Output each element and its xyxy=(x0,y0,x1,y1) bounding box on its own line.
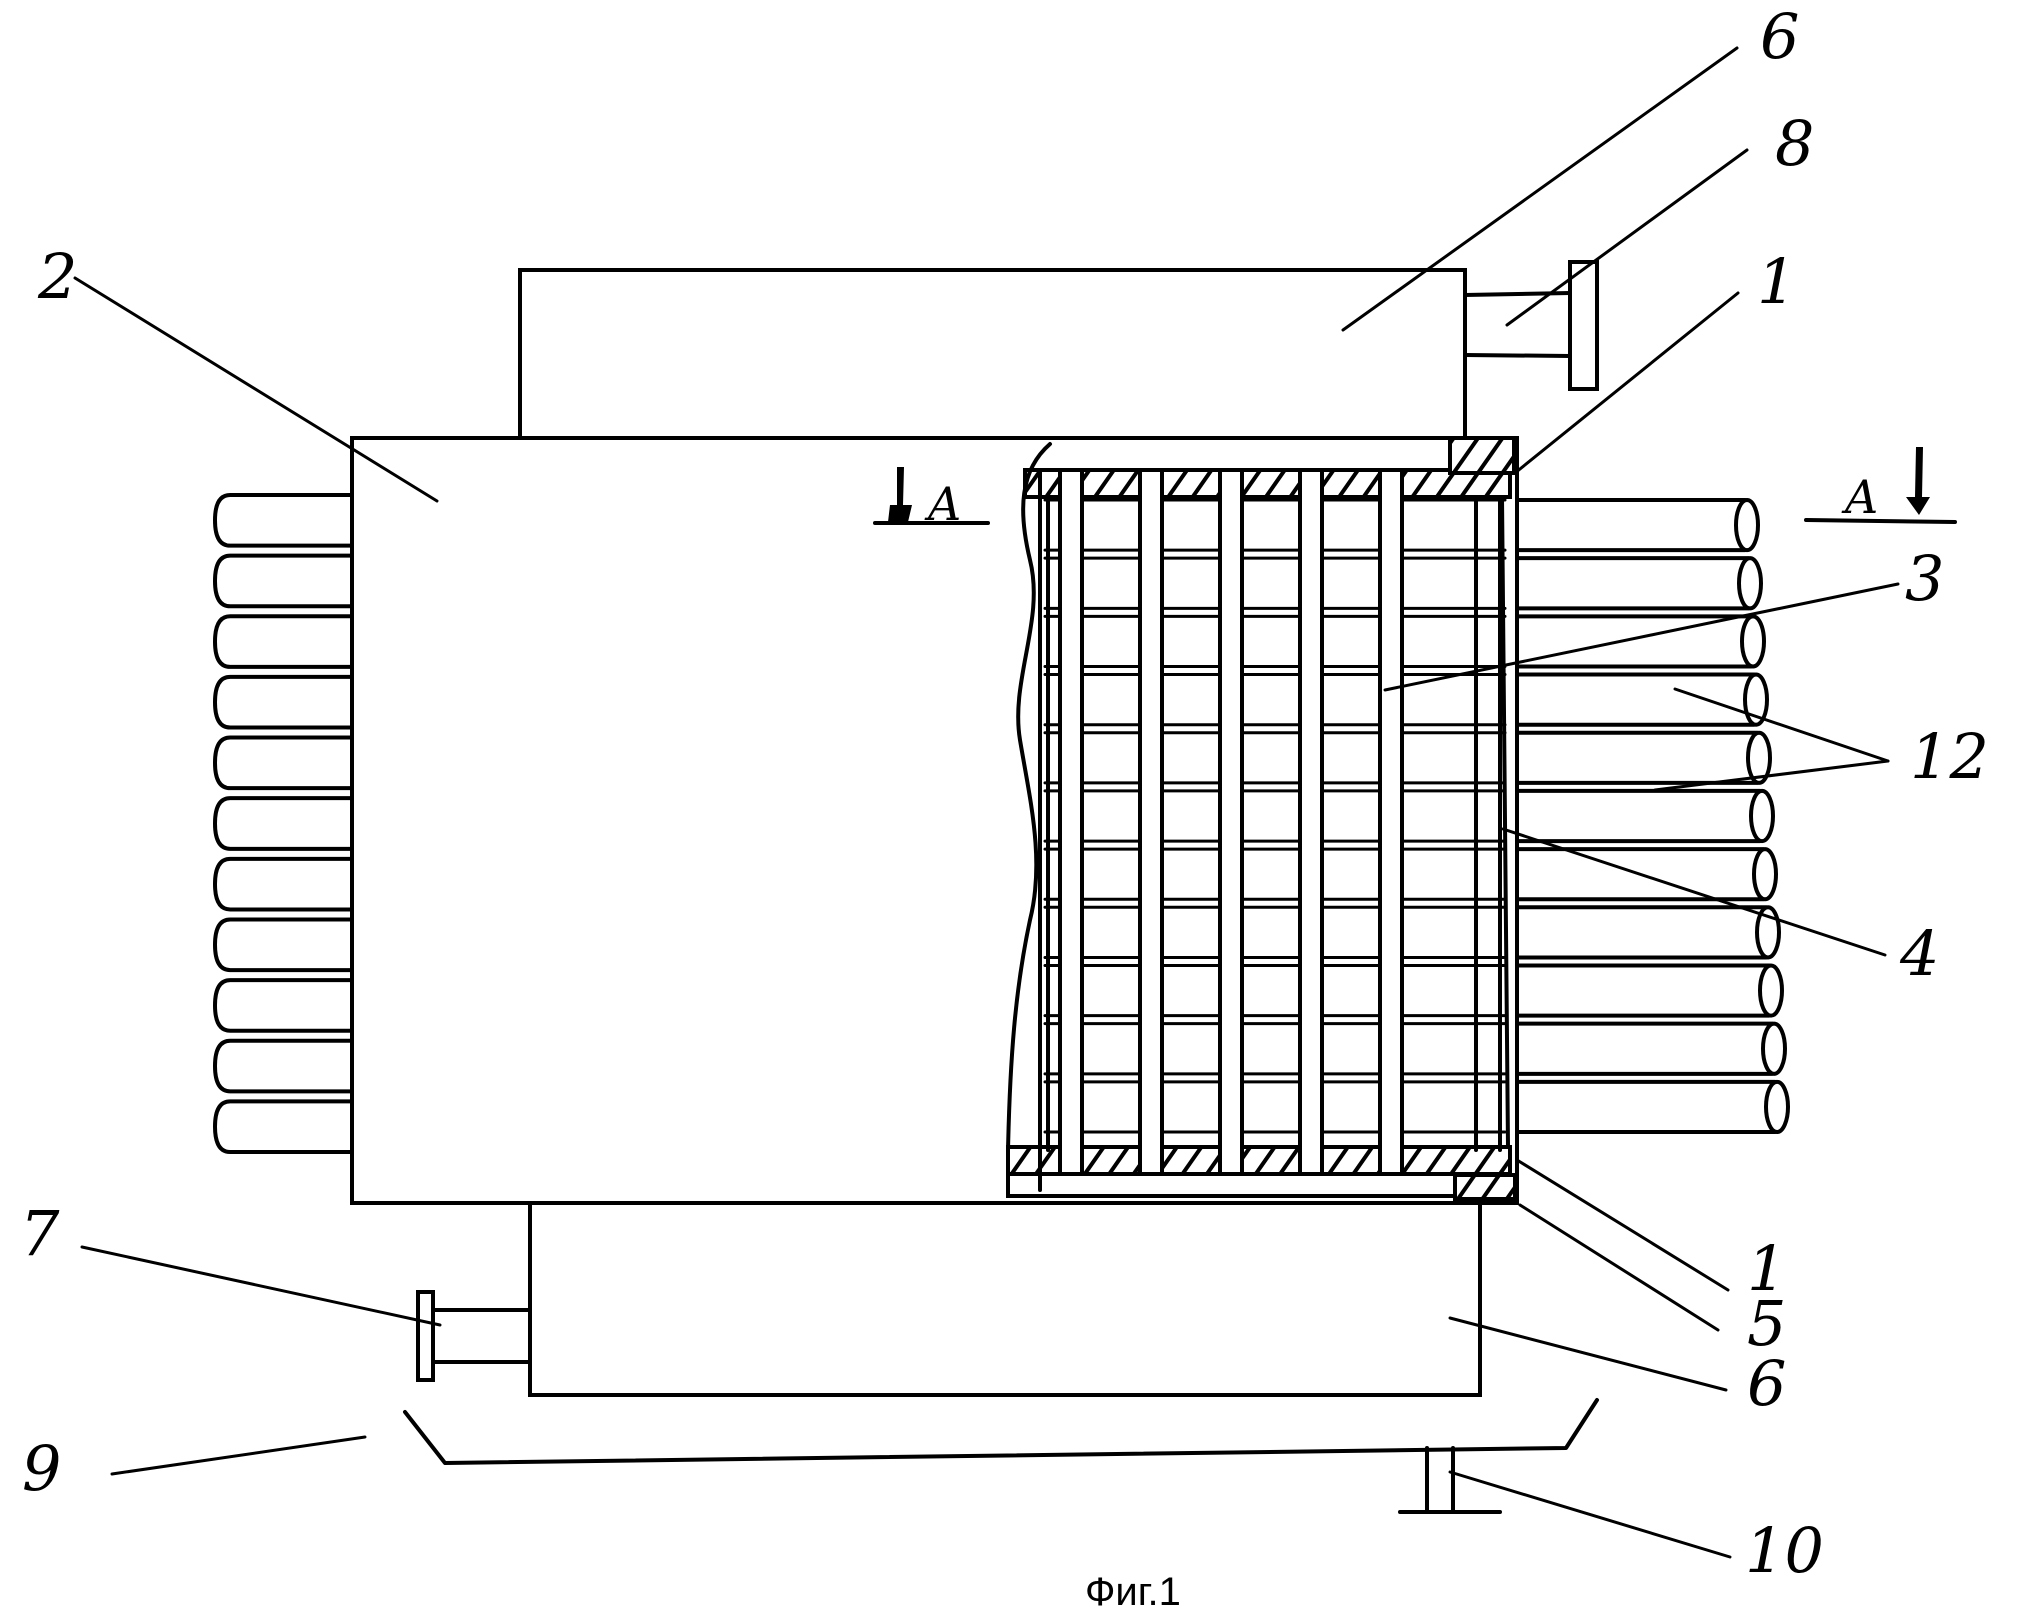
left-tube xyxy=(212,917,352,973)
label-2: 2 xyxy=(37,240,77,313)
reference-labels: 2 6 8 1 3 12 4 1 5 6 7 9 10 xyxy=(20,0,1989,1587)
right-tube xyxy=(1508,497,1760,553)
right-tube-bank xyxy=(1508,497,1790,1134)
label-6-bottom: 6 xyxy=(1747,1347,1786,1420)
label-6-top: 6 xyxy=(1760,0,1799,73)
left-tube xyxy=(212,978,352,1033)
right-tube xyxy=(1508,788,1775,844)
label-1-top: 1 xyxy=(1757,245,1796,318)
left-tube xyxy=(212,735,352,791)
left-tube xyxy=(212,796,352,851)
top-plate xyxy=(1023,468,1512,499)
right-tube xyxy=(1508,614,1766,669)
section-marker-right: A xyxy=(1804,447,1957,524)
inner-tube-lines xyxy=(1043,498,1507,1134)
left-tube xyxy=(212,1099,352,1154)
left-tube xyxy=(212,1038,352,1094)
bottom-plate xyxy=(1006,1145,1512,1176)
inlet-nozzle xyxy=(416,1290,532,1382)
right-tube xyxy=(1508,963,1784,1018)
left-tube-bank xyxy=(212,493,352,1154)
label-10: 10 xyxy=(1745,1514,1824,1587)
left-tube xyxy=(212,614,352,669)
label-1-bottom: 1 xyxy=(1747,1232,1786,1305)
rod xyxy=(1058,468,1084,1176)
right-tube xyxy=(1508,672,1769,727)
right-tube xyxy=(1508,1079,1790,1134)
svg-text:A: A xyxy=(1841,470,1878,524)
rod xyxy=(1378,468,1404,1176)
right-tube xyxy=(1508,1021,1787,1076)
rod xyxy=(1218,468,1244,1176)
outlet-nozzle xyxy=(1463,260,1599,391)
right-tube xyxy=(1508,556,1763,611)
lower-collector xyxy=(528,1201,1482,1397)
bottom-flange xyxy=(1453,1173,1517,1201)
left-tube xyxy=(212,493,352,548)
svg-text:A: A xyxy=(924,477,961,531)
support xyxy=(1398,1446,1502,1514)
break-line xyxy=(1006,442,1052,1152)
cutaway-section xyxy=(1006,436,1517,1201)
right-tube xyxy=(1508,905,1781,960)
label-9: 9 xyxy=(22,1432,61,1505)
left-tube xyxy=(212,674,352,730)
label-4: 4 xyxy=(1899,917,1939,990)
left-tube xyxy=(212,553,352,609)
label-7: 7 xyxy=(20,1197,60,1270)
top-flange xyxy=(1448,436,1516,475)
label-8: 8 xyxy=(1775,107,1814,180)
right-tube xyxy=(1508,730,1772,785)
label-3: 3 xyxy=(1905,542,1944,615)
upper-collector xyxy=(518,268,1467,442)
label-12: 12 xyxy=(1910,720,1989,793)
rod xyxy=(1298,468,1324,1176)
label-5: 5 xyxy=(1747,1287,1786,1360)
figure-caption: Фиг.1 xyxy=(1085,1570,1181,1614)
tray xyxy=(403,1398,1599,1465)
section-marker-left: A xyxy=(873,467,990,531)
left-tube xyxy=(212,856,352,912)
rod xyxy=(1138,468,1164,1176)
rod-group xyxy=(1046,468,1502,1176)
wall-4 xyxy=(1500,495,1510,1149)
leader-lines xyxy=(73,46,1900,1559)
